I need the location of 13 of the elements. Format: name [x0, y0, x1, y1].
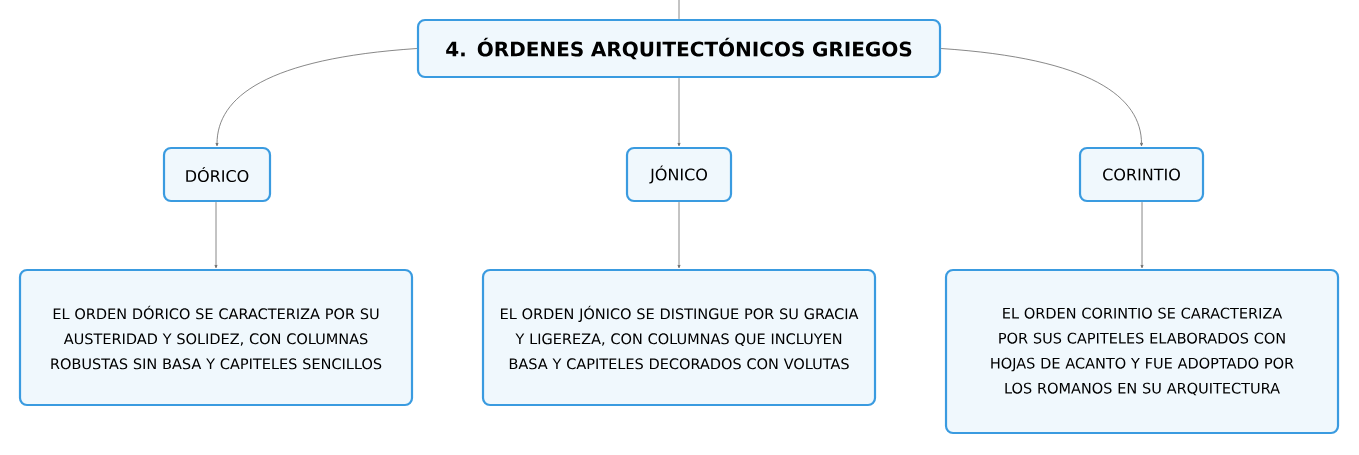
- description-box: EL ORDEN CORINTIO SE CARACTERIZA POR SUS CAPITELES ELABORADOS CON HOJAS DE ACANTO Y FUE ADOPTADO POR LOS ROMANOS EN SU ARQUITECTURA: [944, 268, 1340, 435]
- title-box: 4. ÓRDENES ARQUITECTÓNICOS GRIEGOS: [416, 18, 942, 79]
- description-box: EL ORDEN DÓRICO SE CARACTERIZA POR SU AUSTERIDAD Y SOLIDEZ, CON COLUMNAS ROBUSTAS SIN BASA Y CAPITELES SENCILLOS: [18, 268, 414, 407]
- arrow: [677, 201, 681, 269]
- topic-box: CORINTIO: [1078, 146, 1205, 203]
- arrow: [215, 48, 418, 147]
- arrow: [1140, 201, 1144, 269]
- arrow: [677, 77, 681, 147]
- arrow: [940, 48, 1143, 147]
- topic-box: JÓNICO: [625, 146, 733, 203]
- topic-box: DÓRICO: [162, 146, 272, 203]
- arrow: [214, 201, 218, 269]
- description-box: EL ORDEN JÓNICO SE DISTINGUE POR SU GRACIA Y LIGEREZA, CON COLUMNAS QUE INCLUYEN BASA Y CAPITELES DECORADOS CON VOLUTAS: [481, 268, 877, 407]
